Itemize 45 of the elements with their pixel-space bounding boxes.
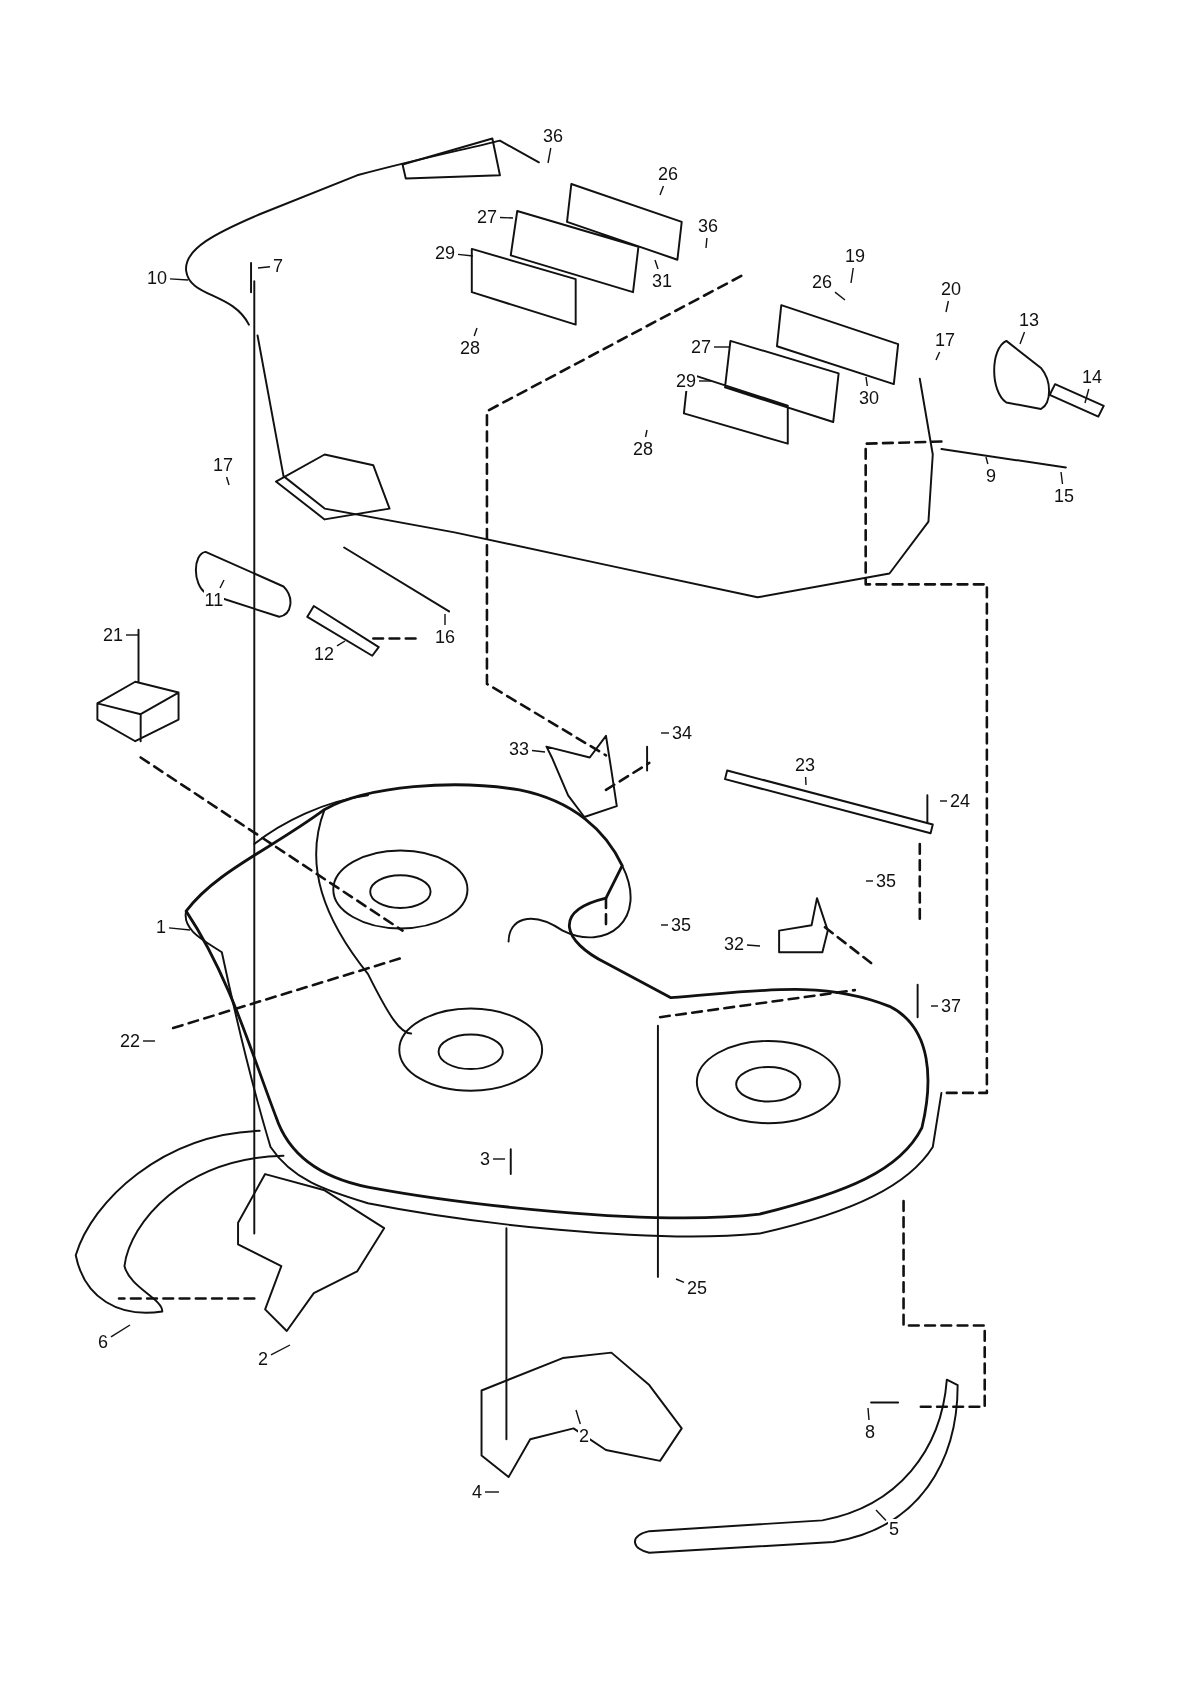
leader-line bbox=[834, 291, 846, 301]
leader-line bbox=[660, 732, 670, 734]
leader-line bbox=[531, 749, 546, 753]
leader-line bbox=[257, 266, 271, 269]
leader-line bbox=[169, 278, 189, 281]
leader-line bbox=[575, 1409, 581, 1425]
leader-line bbox=[142, 1040, 156, 1042]
leader-line bbox=[499, 216, 514, 219]
leader-line bbox=[930, 1005, 939, 1007]
leader-line bbox=[935, 351, 941, 361]
leader-line bbox=[168, 927, 191, 931]
leader-line bbox=[547, 147, 552, 164]
leader-line bbox=[713, 346, 730, 348]
leader-line bbox=[850, 267, 854, 284]
leader-line bbox=[110, 1324, 131, 1338]
leader-line bbox=[698, 380, 712, 382]
leader-line bbox=[875, 1509, 887, 1522]
callout-number: 29 bbox=[675, 371, 698, 391]
leader-line bbox=[1060, 471, 1064, 485]
leader-line bbox=[1084, 388, 1090, 404]
leader-line bbox=[659, 185, 665, 196]
leader-line bbox=[484, 1491, 500, 1493]
leader-line bbox=[804, 776, 807, 786]
leader-line bbox=[457, 253, 474, 257]
leader-line bbox=[705, 237, 708, 249]
leader-line bbox=[865, 880, 874, 882]
leader-line bbox=[444, 613, 446, 626]
leader-line bbox=[867, 1407, 870, 1421]
leader-line bbox=[492, 1158, 506, 1160]
leader-line bbox=[336, 640, 346, 647]
leader-line bbox=[644, 429, 648, 438]
leader-line bbox=[660, 924, 669, 926]
leader-line bbox=[270, 1344, 291, 1356]
leader-line bbox=[675, 1278, 685, 1284]
leader-line bbox=[985, 456, 989, 465]
leader-line bbox=[654, 259, 659, 270]
leader-line bbox=[125, 634, 139, 636]
leader-line bbox=[219, 579, 225, 589]
leader-line bbox=[225, 476, 230, 486]
leader-line bbox=[939, 800, 948, 802]
leader-line bbox=[746, 944, 761, 947]
leader-line bbox=[945, 300, 950, 313]
leader-line bbox=[473, 327, 478, 337]
leader-line bbox=[865, 376, 868, 387]
leader-line bbox=[1019, 331, 1026, 345]
